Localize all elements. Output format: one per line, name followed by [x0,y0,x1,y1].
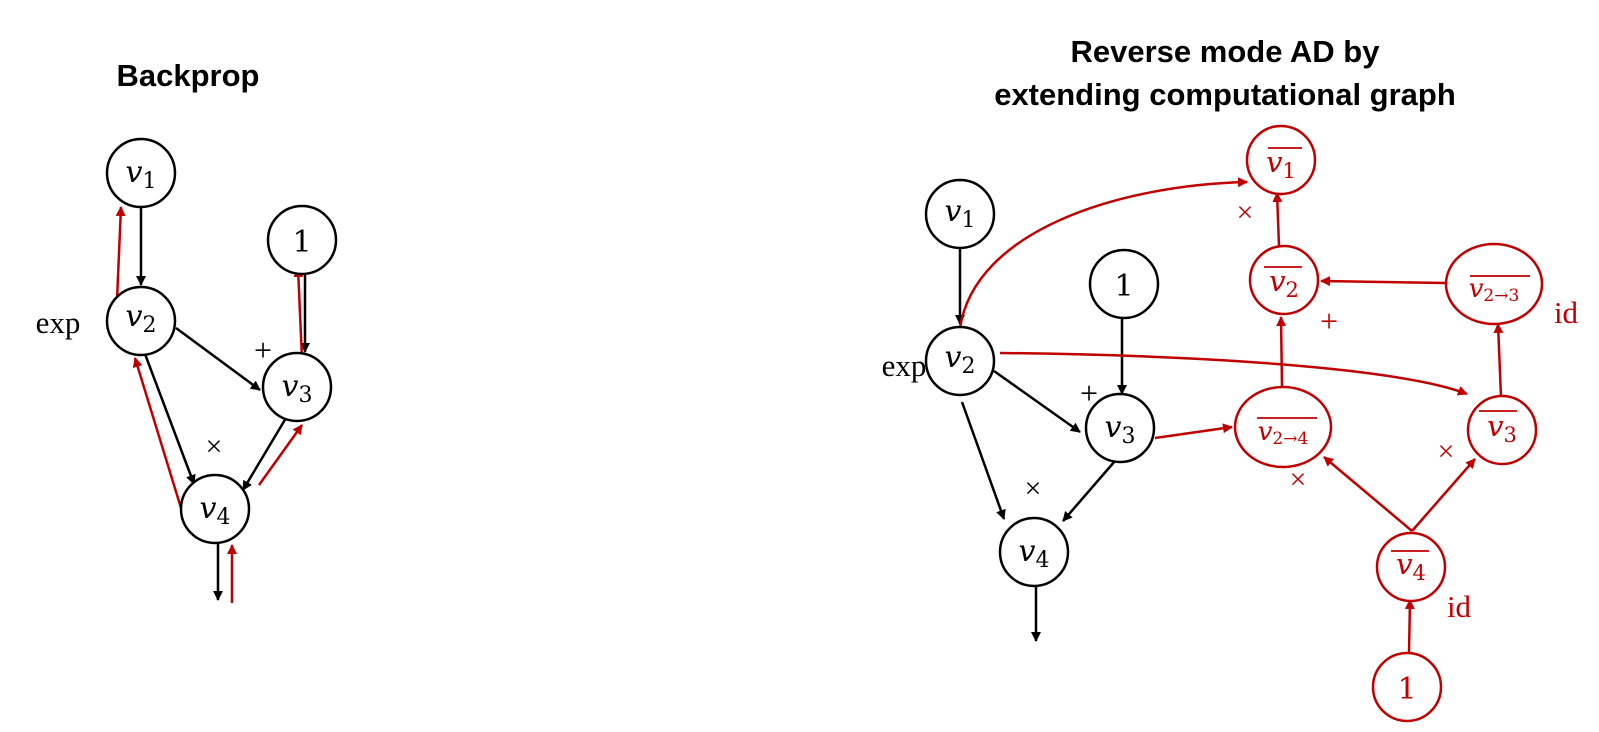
node-v4: v4 [179,473,251,545]
grad-edge-v2-bv1 [958,177,1248,329]
node-v1: v1 [105,137,177,209]
node-v3: v3 [261,351,333,423]
node-bar-v2-to-3: v2→3 [1444,242,1544,326]
op-label-times: × [1025,472,1042,505]
op-label-times-bv1: × [1237,196,1254,229]
svg-text:v1: v1 [1266,145,1296,183]
reverse-ad-panel: Reverse mode AD by extending computation… [882,34,1579,723]
svg-text:v2→4: v2→4 [1258,417,1309,449]
grad-edge-v2-bv3 [999,351,1468,396]
node-v3: v3 [1084,392,1156,464]
grad-edge-bv4-bv3 [1411,458,1476,532]
op-label-times-bv3: × [1438,435,1455,468]
svg-text:v2: v2 [1269,264,1299,302]
grad-edge-v3-one [293,267,304,360]
svg-text:v3: v3 [1105,410,1136,449]
node-v2: v2 [105,285,177,357]
edge-v2-v3 [175,326,261,392]
svg-text:1: 1 [1114,269,1133,304]
backprop-panel: Backprop v1 v2 1 [36,58,338,603]
node-bar-v4: v4 [1375,531,1447,603]
node-v2: v2 [924,325,996,397]
grad-edge-v4-v2 [132,357,183,509]
node-bar-v3: v3 [1466,394,1538,466]
op-label-exp: exp [882,348,927,383]
svg-text:v3: v3 [282,369,313,408]
op-label-plus: + [1080,375,1098,411]
svg-text:v3: v3 [1487,409,1517,447]
grad-edge-bv23-bv2 [1320,276,1447,287]
reverse-ad-title-line2: extending computational graph [994,77,1456,112]
edge-v3-v4 [241,417,288,491]
op-label-times-bv24: × [1290,463,1307,496]
node-bar-v1: v1 [1245,124,1317,196]
node-bar-v2-to-4: v2→4 [1233,385,1333,469]
svg-text:v2: v2 [126,299,157,338]
grad-edge-bv24-bv2 [1276,316,1287,388]
grad-edge-bv4-bv24 [1323,456,1413,532]
grad-edge-bv3-bv23 [1493,323,1504,398]
svg-text:v1: v1 [126,155,157,194]
edge-v2-v4 [960,401,1006,520]
grad-edge-bone-bv4 [1404,599,1415,654]
node-one: 1 [1088,248,1160,320]
svg-text:v2→3: v2→3 [1469,274,1520,306]
grad-edge-v2-v1 [115,206,126,301]
adjoint-edges [958,177,1504,654]
op-label-plus-bv2: + [1320,303,1338,339]
op-label-times: × [206,430,223,463]
svg-text:v1: v1 [945,194,976,233]
op-label-id-bv23: id [1554,295,1579,330]
edge-v2-v4 [143,353,196,485]
op-label-exp: exp [36,305,81,340]
svg-text:v2: v2 [945,340,976,379]
op-label-plus: + [254,332,272,368]
grad-edge-bv2-bv1 [1272,192,1283,247]
svg-text:1: 1 [1397,672,1416,707]
reverse-ad-title-line1: Reverse mode AD by [1071,34,1381,69]
op-label-id-bv4: id [1447,589,1472,624]
backprop-title: Backprop [117,58,260,93]
svg-text:v4: v4 [1396,547,1426,585]
svg-text:v4: v4 [200,491,231,530]
edge-v3-v4 [1062,460,1116,522]
node-v4: v4 [998,516,1070,588]
edge-v2-v3 [993,369,1081,434]
svg-text:v4: v4 [1019,534,1050,573]
grad-edge-v4-v3 [257,424,304,486]
node-one: 1 [266,204,338,276]
node-bar-v2: v2 [1248,244,1320,316]
svg-text:1: 1 [292,225,311,260]
grad-edge-v3-bv24 [1154,423,1233,440]
backward-edges [115,206,304,603]
forward-edges [136,206,310,601]
node-v1: v1 [924,178,996,250]
node-bar-one: 1 [1371,651,1443,723]
